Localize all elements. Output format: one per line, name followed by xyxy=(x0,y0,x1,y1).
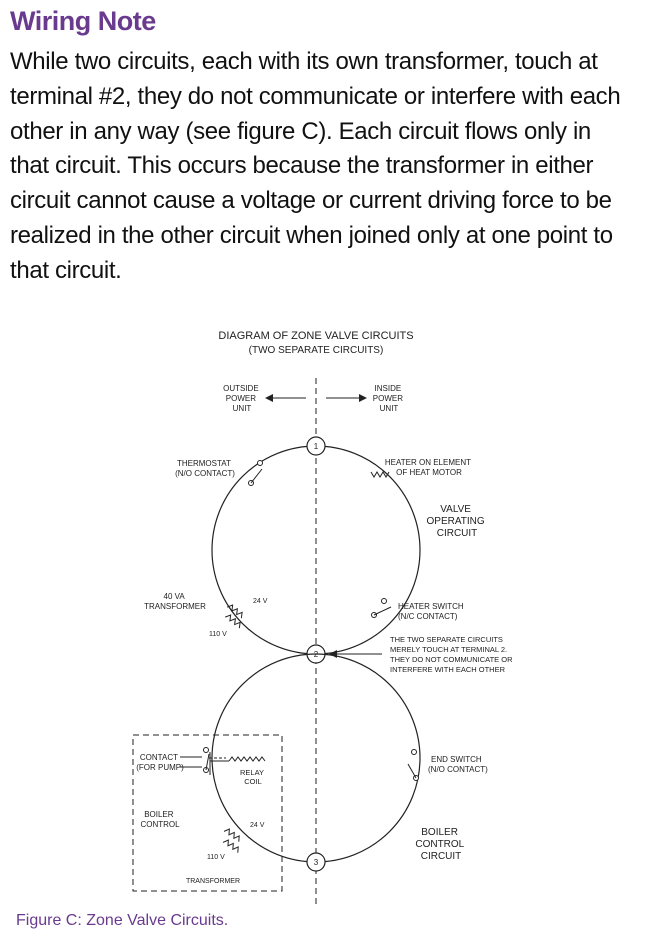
figure-caption: Figure C: Zone Valve Circuits. xyxy=(16,912,229,929)
heater-element-label: HEATER ON ELEMENT OF HEAT MOTOR xyxy=(385,458,473,477)
terminal-3 xyxy=(306,852,326,872)
paragraph-line: other in any way (see figure C). Each ci… xyxy=(10,117,591,145)
paragraph-line: that circuit. xyxy=(10,256,122,284)
paragraph-line: While two circuits, each with its own tr… xyxy=(10,48,598,75)
upper-transformer xyxy=(225,604,243,629)
diagram-title: DIAGRAM OF ZONE VALVE CIRCUITS xyxy=(218,330,413,342)
paragraph-line: realized in the other circuit when joine… xyxy=(10,221,613,249)
boiler-control-circuit-label: BOILER CONTROL CIRCUIT xyxy=(415,827,466,862)
valve-operating-circuit-label: VALVE OPERATING CIRCUIT xyxy=(427,504,488,539)
diagram-subtitle: (TWO SEPARATE CIRCUITS) xyxy=(249,345,384,356)
terminal-3-label: 3 xyxy=(314,858,319,867)
heater-element xyxy=(370,471,390,478)
terminal-1-label: 1 xyxy=(314,442,319,451)
upper-110v-label: 110 V xyxy=(209,631,227,638)
terminal-2-note: THE TWO SEPARATE CIRCUITS MERELY TOUCH A… xyxy=(390,635,515,674)
inside-power-unit-label: INSIDE POWER UNIT xyxy=(373,384,405,413)
thermostat-contact xyxy=(248,460,263,486)
transformer-label: TRANSFORMER xyxy=(186,878,240,885)
lower-transformer xyxy=(222,828,240,853)
lower-110v-label: 110 V xyxy=(207,854,225,861)
paragraph-line: circuit cannot cause a voltage or curren… xyxy=(10,187,612,215)
heater-switch-label: HEATER SWITCH (N/C CONTACT) xyxy=(398,602,466,621)
boiler-control-box-label: BOILER CONTROL xyxy=(140,810,180,829)
boiler-control-box xyxy=(132,734,283,892)
thermostat-label: THERMOSTAT (N/O CONTACT) xyxy=(175,459,235,478)
relay-coil-label: RELAY COIL xyxy=(240,768,266,786)
page-heading: Wiring Note xyxy=(10,6,156,36)
transformer-va-label: 40 VA TRANSFORMER xyxy=(144,592,206,611)
pump-contact xyxy=(180,747,226,773)
lower-24v-label: 24 V xyxy=(250,822,265,829)
outside-power-unit-label: OUTSIDE POWER UNIT xyxy=(223,384,261,413)
upper-24v-label: 24 V xyxy=(253,598,268,605)
contact-label: CONTACT (FOR PUMP) xyxy=(136,753,184,772)
end-switch xyxy=(407,749,419,781)
terminal-1 xyxy=(306,436,326,456)
relay-coil xyxy=(209,752,266,775)
wiring-note-paragraph: While two circuits, each with its own tr… xyxy=(10,45,640,289)
end-switch-label: END SWITCH (N/O CONTACT) xyxy=(428,755,488,774)
paragraph-line: terminal #2, they do not communicate or … xyxy=(10,82,621,110)
paragraph-line: that circuit. This occurs because the tr… xyxy=(10,152,594,180)
heater-switch xyxy=(371,598,392,618)
